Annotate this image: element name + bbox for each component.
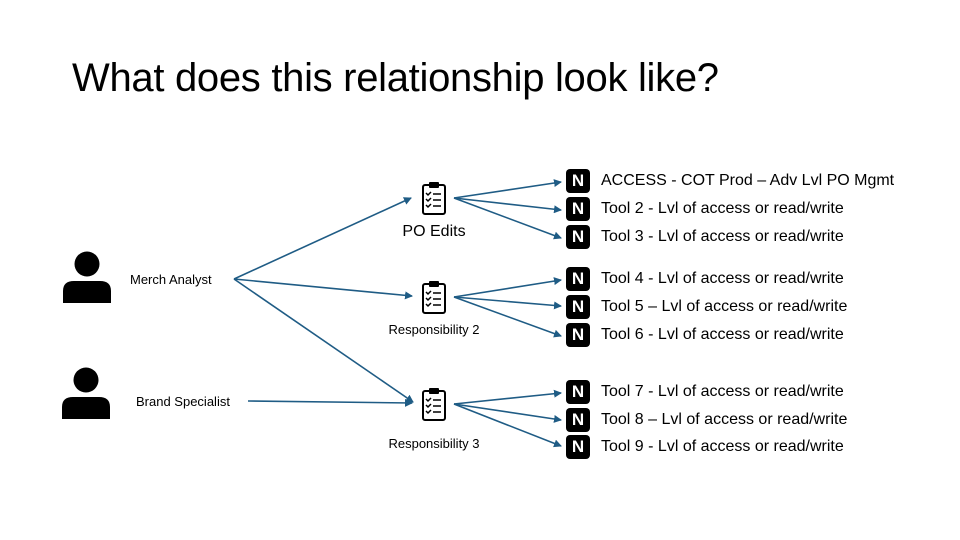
- tool-item-3: N Tool 3 - Lvl of access or read/write: [566, 225, 844, 249]
- tool-label: Tool 5 – Lvl of access or read/write: [601, 298, 848, 315]
- notion-badge-icon: N: [566, 295, 590, 319]
- slide-title: What does this relationship look like?: [72, 56, 719, 100]
- arrow-po-edits-to-tool-1: [453, 179, 562, 199]
- person-icon: [61, 367, 111, 419]
- notion-badge-icon: N: [566, 197, 590, 221]
- tool-label: Tool 7 - Lvl of access or read/write: [601, 383, 844, 400]
- person-icon: [62, 251, 112, 303]
- arrow-responsibility-3-to-tool-8: [453, 403, 562, 423]
- arrow-responsibility-2-to-tool-6: [453, 296, 562, 338]
- tool-item-5: N Tool 5 – Lvl of access or read/write: [566, 295, 847, 319]
- tool-label: Tool 8 – Lvl of access or read/write: [601, 411, 848, 428]
- arrow-merch-analyst-to-responsibility-2: [233, 278, 413, 300]
- arrow-responsibility-3-to-tool-9: [453, 403, 562, 448]
- tool-label: Tool 6 - Lvl of access or read/write: [601, 326, 844, 343]
- notion-badge-icon: N: [566, 380, 590, 404]
- arrow-responsibility-3-to-tool-7: [453, 389, 562, 405]
- arrow-po-edits-to-tool-3: [453, 197, 562, 240]
- arrow-brand-specialist-to-responsibility-3: [247, 398, 413, 407]
- notion-badge-icon: N: [566, 267, 590, 291]
- arrow-responsibility-2-to-tool-5: [453, 296, 562, 310]
- clipboard-checklist-icon: [421, 280, 447, 314]
- notion-badge-icon: N: [566, 408, 590, 432]
- role-label-merch-analyst: Merch Analyst: [130, 272, 212, 287]
- tool-label: Tool 9 - Lvl of access or read/write: [601, 438, 844, 455]
- tool-item-8: N Tool 8 – Lvl of access or read/write: [566, 408, 847, 432]
- responsibility-label-responsibility-3: Responsibility 3: [388, 436, 480, 451]
- tool-label: Tool 4 - Lvl of access or read/write: [601, 270, 844, 287]
- arrow-responsibility-2-to-tool-4: [453, 277, 562, 298]
- notion-badge-icon: N: [566, 225, 590, 249]
- clipboard-checklist-icon: [421, 387, 447, 421]
- tool-item-9: N Tool 9 - Lvl of access or read/write: [566, 435, 844, 459]
- arrow-merch-analyst-to-po-edits: [233, 197, 412, 280]
- notion-badge-icon: N: [566, 169, 590, 193]
- notion-badge-icon: N: [566, 435, 590, 459]
- tool-label: Tool 3 - Lvl of access or read/write: [601, 228, 844, 245]
- tool-item-2: N Tool 2 - Lvl of access or read/write: [566, 197, 844, 221]
- tool-label: ACCESS - COT Prod – Adv Lvl PO Mgmt: [601, 172, 895, 189]
- arrow-merch-analyst-to-responsibility-3: [233, 278, 414, 403]
- clipboard-checklist-icon: [421, 181, 447, 215]
- role-label-brand-specialist: Brand Specialist: [136, 394, 230, 409]
- arrow-po-edits-to-tool-2: [453, 197, 562, 214]
- responsibility-label-responsibility-2: Responsibility 2: [388, 322, 480, 337]
- responsibility-label-po-edits: PO Edits: [402, 223, 466, 240]
- tool-item-1: N ACCESS - COT Prod – Adv Lvl PO Mgmt: [566, 169, 894, 193]
- tool-item-6: N Tool 6 - Lvl of access or read/write: [566, 323, 844, 347]
- tool-item-7: N Tool 7 - Lvl of access or read/write: [566, 380, 844, 404]
- tool-item-4: N Tool 4 - Lvl of access or read/write: [566, 267, 844, 291]
- notion-badge-icon: N: [566, 323, 590, 347]
- tool-label: Tool 2 - Lvl of access or read/write: [601, 200, 844, 217]
